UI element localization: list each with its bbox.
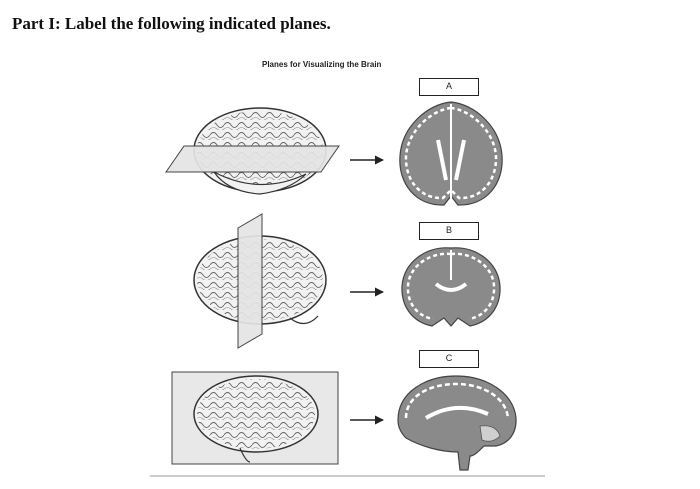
label-box-c: C	[419, 350, 479, 368]
brain-sagittal-plane-icon	[171, 371, 339, 465]
page-heading: Part I: Label the following indicated pl…	[12, 14, 331, 33]
label-box-b: B	[419, 222, 479, 240]
brain-horizontal-plane-icon	[165, 107, 340, 195]
label-box-a: A	[419, 78, 479, 96]
brain-frontal-plane-icon	[193, 213, 327, 349]
section-midsagittal-icon	[397, 375, 517, 471]
section-horizontal-icon	[399, 101, 503, 206]
section-coronal-icon	[401, 247, 501, 327]
figure-title: Planes for Visualizing the Brain	[262, 60, 382, 69]
